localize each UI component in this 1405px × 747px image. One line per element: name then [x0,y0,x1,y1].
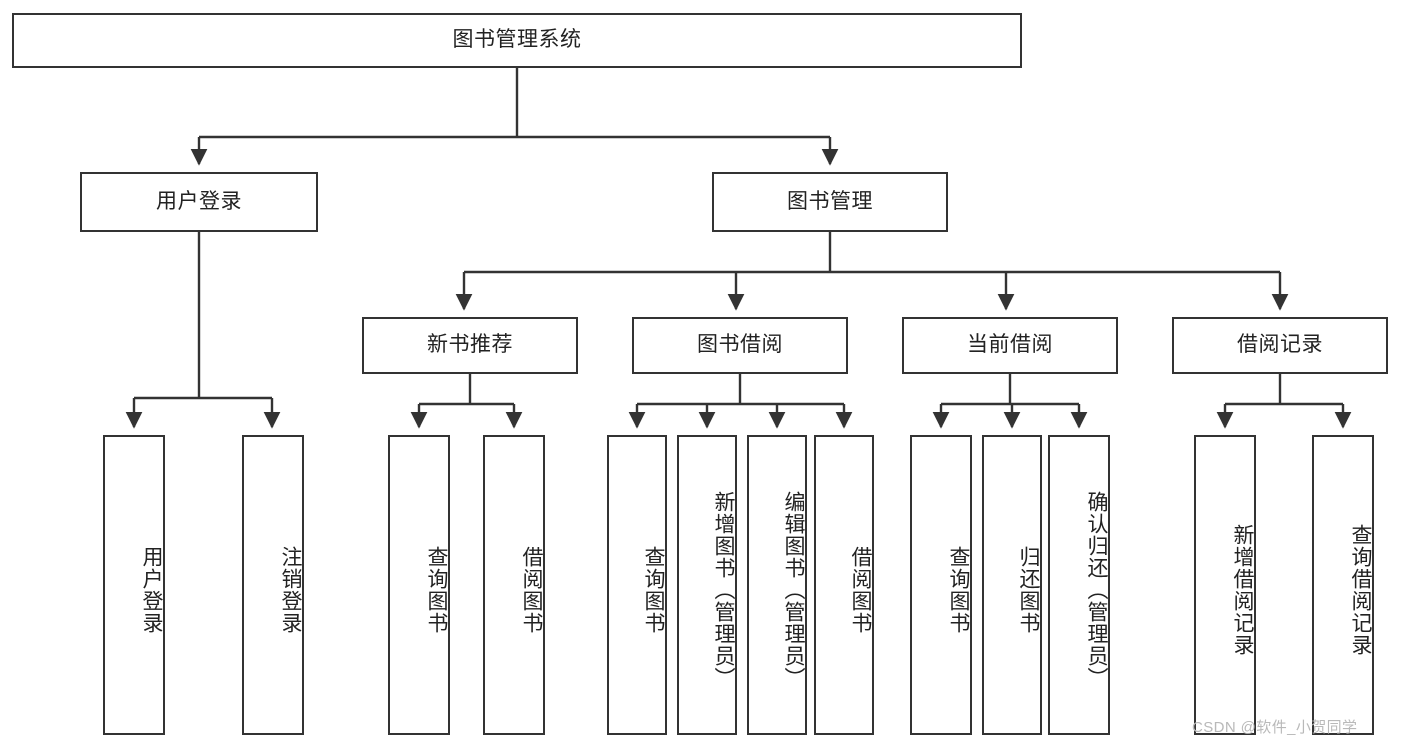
node-leaf-logout-label: 注销登录 [279,546,302,634]
node-leaf-confirm-return-label: 确认归还（管理员） [1085,491,1108,689]
node-leaf-query-record-label: 查询借阅记录 [1349,524,1372,656]
node-leaf-logout[interactable]: 注销登录 [242,435,304,735]
node-leaf-query-book-rec-label: 查询图书 [425,546,448,634]
node-leaf-query-book-rec[interactable]: 查询图书 [388,435,450,735]
node-leaf-edit-book[interactable]: 编辑图书（管理员） [747,435,807,735]
node-new-book-rec[interactable]: 新书推荐 [362,317,578,374]
node-leaf-query-book-cur[interactable]: 查询图书 [910,435,972,735]
node-root[interactable]: 图书管理系统 [12,13,1022,68]
node-root-label: 图书管理系统 [452,28,582,52]
node-leaf-edit-book-label: 编辑图书（管理员） [782,491,805,689]
node-leaf-user-login-label: 用户登录 [140,546,163,634]
node-leaf-return-book[interactable]: 归还图书 [982,435,1042,735]
node-leaf-borrow-book-rec-label: 借阅图书 [520,546,543,634]
node-user-login[interactable]: 用户登录 [80,172,318,232]
node-leaf-borrow-book[interactable]: 借阅图书 [814,435,874,735]
node-leaf-query-book-borrow-label: 查询图书 [642,546,665,634]
node-user-login-label: 用户登录 [156,189,242,213]
node-leaf-add-book[interactable]: 新增图书（管理员） [677,435,737,735]
node-book-manage[interactable]: 图书管理 [712,172,948,232]
node-leaf-add-book-label: 新增图书（管理员） [712,491,735,689]
node-leaf-add-record[interactable]: 新增借阅记录 [1194,435,1256,735]
watermark-text: CSDN @软件_小贺同学 [1192,719,1358,736]
node-leaf-add-record-label: 新增借阅记录 [1231,524,1254,656]
node-leaf-borrow-book-label: 借阅图书 [849,546,872,634]
node-book-borrow-label: 图书借阅 [697,333,783,357]
node-new-book-rec-label: 新书推荐 [427,333,513,357]
node-leaf-query-record[interactable]: 查询借阅记录 [1312,435,1374,735]
node-leaf-borrow-book-rec[interactable]: 借阅图书 [483,435,545,735]
node-leaf-confirm-return[interactable]: 确认归还（管理员） [1048,435,1110,735]
node-book-borrow[interactable]: 图书借阅 [632,317,848,374]
node-borrow-record[interactable]: 借阅记录 [1172,317,1388,374]
node-leaf-user-login[interactable]: 用户登录 [103,435,165,735]
node-leaf-return-book-label: 归还图书 [1017,546,1040,634]
node-book-manage-label: 图书管理 [787,189,873,213]
node-leaf-query-book-borrow[interactable]: 查询图书 [607,435,667,735]
node-borrow-record-label: 借阅记录 [1237,333,1323,357]
node-current-borrow[interactable]: 当前借阅 [902,317,1118,374]
node-leaf-query-book-cur-label: 查询图书 [947,546,970,634]
node-current-borrow-label: 当前借阅 [967,333,1053,357]
